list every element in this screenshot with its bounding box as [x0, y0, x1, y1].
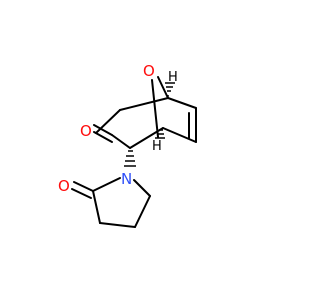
bond-c2p-c3p	[92, 190, 101, 224]
bridgehead-h-bottom-label: H	[152, 139, 162, 154]
bond-o-bridge-c1	[157, 76, 169, 99]
bond-c4p-c5p	[134, 195, 151, 228]
bond-c1-c2	[119, 97, 169, 111]
bridge-oxygen-label: O	[143, 62, 155, 80]
bond-c4-c5	[129, 127, 164, 149]
bond-c3p-c4p	[99, 222, 136, 228]
bicyclic-bonds	[95, 76, 197, 149]
bond-n-c2p	[92, 177, 121, 192]
bond-c3-ketone-o-double	[93, 131, 113, 143]
bond-c1-c7	[167, 97, 197, 109]
molecule-structure: O O N O H H	[58, 62, 197, 228]
molecule-canvas: O O N O H H	[58, 62, 197, 228]
atom-labels: O O N O H H	[58, 62, 178, 195]
bond-c2p-o	[73, 181, 94, 192]
ketone-bonds	[93, 124, 113, 143]
bond-c6-c5	[162, 127, 197, 143]
pyrrolidinone-bonds	[71, 177, 151, 228]
bond-c2p-o-double	[71, 188, 92, 199]
lactam-oxygen-label: O	[58, 177, 70, 195]
bond-c5p-n	[133, 179, 151, 197]
bond-c2-c3	[95, 109, 121, 134]
ketone-oxygen-label: O	[80, 122, 92, 140]
bond-o-bridge-c5	[151, 79, 159, 138]
stereo-hashes	[124, 82, 175, 167]
bond-c3-c4	[111, 134, 131, 149]
bond-c3-ketone-o	[93, 124, 113, 136]
nitrogen-label: N	[121, 170, 132, 188]
bridgehead-h-top-label: H	[168, 70, 178, 85]
